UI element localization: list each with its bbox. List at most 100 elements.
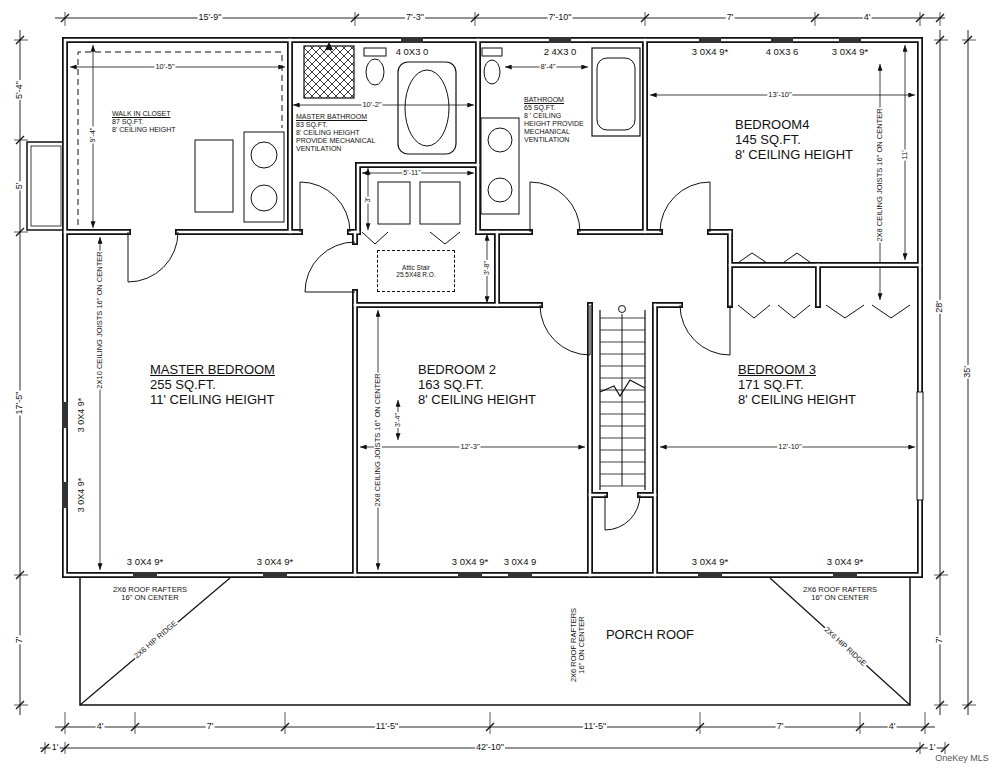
- window-size: 3 0X4 9*: [826, 557, 864, 567]
- dimension-label: 1': [928, 743, 937, 753]
- bathtub-basin: [405, 70, 449, 146]
- extension-line: [962, 705, 976, 706]
- bay-box: [27, 142, 65, 230]
- wall-inner: [730, 264, 920, 267]
- extension-line: [934, 40, 948, 41]
- window-size: 4 0X3 0: [395, 47, 430, 57]
- bathtub-basin: [597, 58, 635, 130]
- dimension-label: 28': [935, 300, 945, 314]
- window-size: 3 0X4 9*: [256, 557, 294, 567]
- wall-outer: [655, 302, 680, 308]
- window-mark: [401, 37, 423, 43]
- wall-inner: [354, 232, 357, 242]
- stair-direction: [622, 314, 623, 486]
- wall-outer: [355, 302, 540, 308]
- wall-inner: [580, 231, 660, 234]
- room-note: 65 SQ.FT.: [524, 104, 586, 112]
- arrow-dimension: [70, 67, 285, 68]
- rafter-note: 2X6 ROOF RAFTERS 16" ON CENTER: [798, 586, 882, 603]
- dimension-label: 4': [863, 13, 872, 23]
- room-note: 8 ' CEILING HEIGHT PROVIDE MECHANICAL VE…: [524, 112, 586, 144]
- room-label: MASTER BEDROOM255 SQ.FT.11' CEILING HEIG…: [150, 363, 275, 408]
- room-note: 255 SQ.FT.: [150, 378, 275, 393]
- wall-inner: [355, 304, 540, 307]
- wall-outer: [642, 40, 648, 232]
- stair-rail: [600, 310, 645, 490]
- extension-line: [14, 40, 28, 41]
- dimension-label: 35': [963, 365, 973, 379]
- shower-head: [325, 42, 333, 50]
- room-label: BEDROOM 2163 SQ.FT.8' CEILING HEIGHT: [418, 363, 536, 408]
- wall-inner: [65, 231, 128, 234]
- room-name: WALK IN CLOSET: [112, 110, 176, 118]
- door-swing: [128, 232, 178, 282]
- window-mark: [771, 37, 793, 43]
- wall-inner: [358, 165, 478, 232]
- room-note: 8' CEILING HEIGHT: [735, 148, 853, 163]
- room-name: BEDROOM 3: [738, 363, 856, 378]
- room-label: BEDROOM4145 SQ.FT.8' CEILING HEIGHT: [735, 118, 853, 163]
- wall-outer: [478, 229, 530, 235]
- wall-inner: [640, 494, 655, 497]
- extension-line: [285, 712, 286, 734]
- dimension-label: 8'-4": [540, 63, 557, 71]
- window-mark: [508, 572, 532, 578]
- windows: [62, 37, 923, 578]
- joist-note: 2X8 CEILING JOISTS 16" ON CENTER: [374, 372, 382, 507]
- door-swing: [680, 305, 730, 355]
- dimension-label: 12'-3": [459, 443, 480, 451]
- window-mark: [133, 572, 157, 578]
- extension-line: [920, 12, 921, 26]
- extension-line: [65, 712, 66, 734]
- room-name: BEDROOM 2: [418, 363, 536, 378]
- toilet-tank: [364, 48, 386, 56]
- extension-line: [14, 705, 28, 706]
- extension-line: [940, 12, 941, 26]
- bifold-door: [738, 305, 910, 318]
- sink: [488, 178, 512, 202]
- toilet-bowl: [484, 60, 500, 84]
- room-note: 8' CEILING HEIGHT: [112, 126, 176, 134]
- watermark: OneKey MLS: [934, 754, 990, 764]
- window-mark: [699, 37, 721, 43]
- door-swing: [300, 182, 350, 232]
- wall-inner: [655, 304, 680, 307]
- window-size: 3 0X4 9*: [77, 397, 87, 434]
- extension-line: [934, 575, 948, 576]
- wall-outer: [178, 229, 300, 235]
- wall-inner: [729, 232, 732, 305]
- dimension-label: 10'-5": [154, 63, 175, 71]
- extension-line: [920, 742, 921, 754]
- room-note: 8' CEILING HEIGHT: [418, 393, 536, 408]
- hip-ridge-line: [80, 578, 230, 705]
- shower: [304, 46, 354, 98]
- dryer: [420, 182, 460, 224]
- room-name: BEDROOM4: [735, 118, 853, 133]
- window-size: 3 0X4 9*: [77, 477, 87, 514]
- dimension-label: 11'-5": [375, 722, 399, 732]
- window-mark: [458, 572, 482, 578]
- dimension-label: 4': [96, 722, 105, 732]
- extension-line: [962, 40, 976, 41]
- window-mark: [839, 37, 861, 43]
- wall-inner: [710, 231, 730, 234]
- dimension-label: 1': [51, 743, 60, 753]
- wall-outer: [640, 492, 655, 498]
- wall-inner: [817, 265, 820, 305]
- dimension-line: [940, 30, 941, 715]
- bathtub: [398, 62, 456, 154]
- dimension-label: 11'-5": [583, 722, 607, 732]
- extension-line: [490, 712, 491, 734]
- wall-inner: [654, 305, 657, 575]
- dimensions: [14, 12, 976, 754]
- window-mark: [698, 572, 722, 578]
- wall-inner: [477, 40, 480, 232]
- window-mark: [833, 572, 857, 578]
- wall-inner: [590, 494, 605, 497]
- wall-outer: [65, 40, 920, 575]
- wall-outer: [590, 492, 605, 498]
- wall-inner: [178, 231, 300, 234]
- window-mark: [62, 482, 68, 508]
- wall-outer: [727, 232, 733, 305]
